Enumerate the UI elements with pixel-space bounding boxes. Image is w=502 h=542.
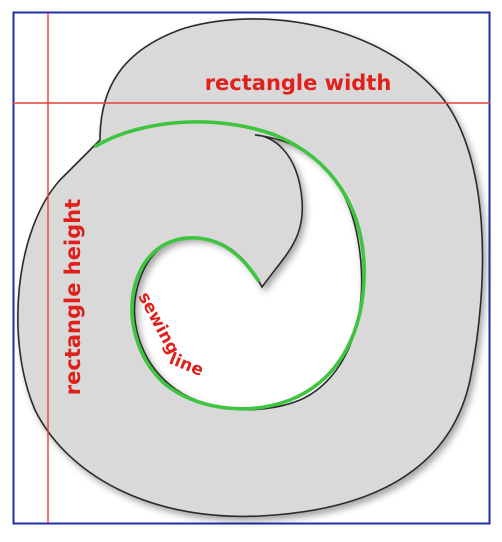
sewing-label-word-2: line (166, 349, 206, 381)
sewing-line (94, 120, 366, 411)
rectangle-height-label: rectangle height (61, 199, 85, 395)
rectangle-width-label: rectangle width (205, 71, 392, 95)
bounding-frame (12, 11, 491, 525)
